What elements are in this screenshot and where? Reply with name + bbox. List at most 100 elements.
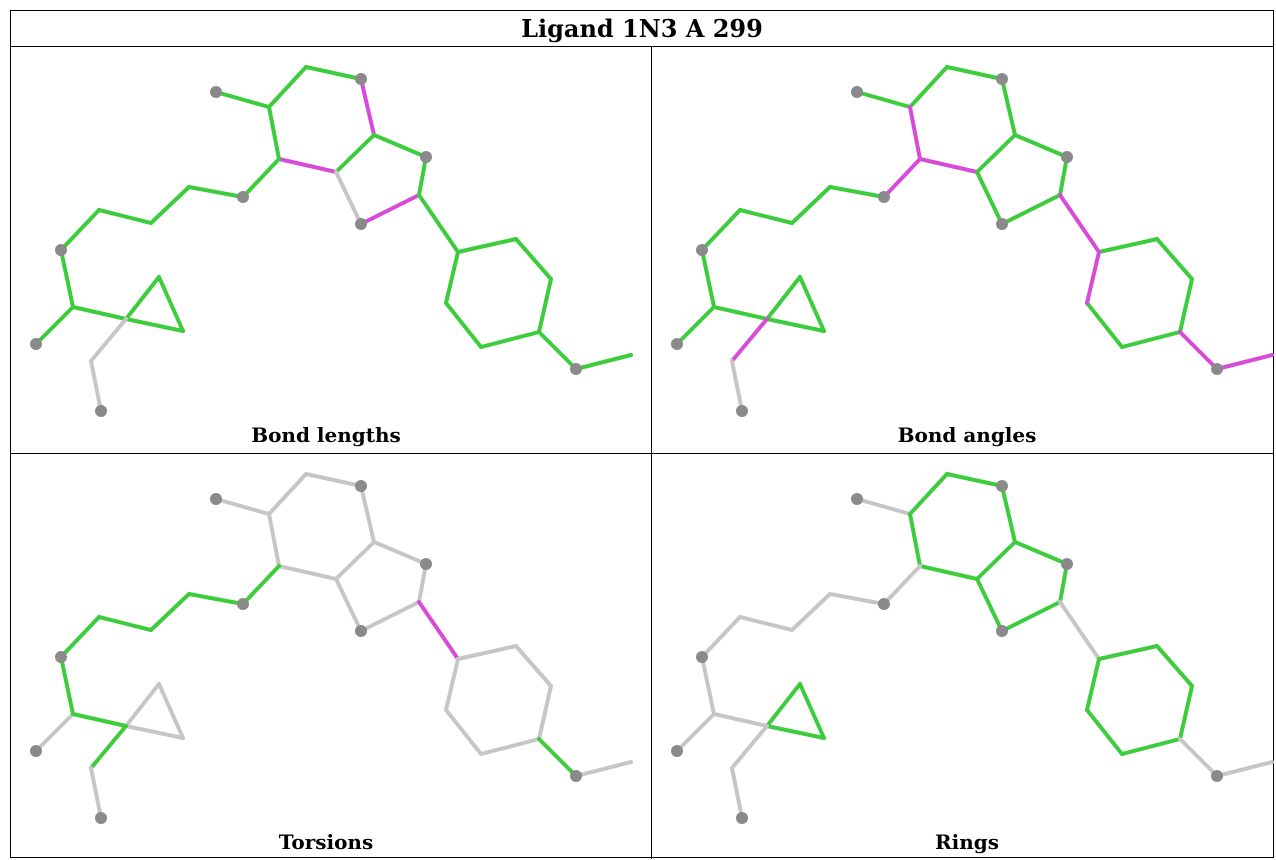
atom-j [878, 191, 890, 203]
atom-u [95, 405, 107, 417]
bond-h-v [417, 193, 460, 254]
bond-y-z [479, 737, 541, 756]
atom-n [55, 651, 67, 663]
bond-ab-ac [1215, 760, 1274, 778]
bond-h-v [417, 600, 460, 661]
bond-s-q [765, 275, 802, 321]
bond-j-k [187, 185, 245, 199]
bond-f-j [882, 564, 922, 606]
bond-o-p [675, 305, 716, 346]
bond-z-aa [444, 301, 483, 349]
bond-ab-ac [574, 760, 633, 778]
bond-d-g [1013, 133, 1069, 159]
bond-c-d [359, 484, 376, 544]
bond-x-y [537, 684, 553, 741]
bond-l-m [738, 615, 794, 632]
bond-d-g [1013, 540, 1069, 566]
atom-i [996, 625, 1008, 637]
bond-m-n [59, 615, 101, 659]
validation-figure: Ligand 1N3 A 299 Bond lengths Bond angle… [10, 10, 1276, 860]
bond-t-u [730, 359, 744, 413]
bond-l-m [97, 615, 153, 632]
panel-torsions: Torsions [11, 454, 641, 860]
bond-o-q [71, 305, 128, 321]
bond-r-s [798, 682, 826, 740]
bond-s-q [124, 275, 161, 321]
bond-k-l [790, 592, 832, 632]
bond-h-i [359, 600, 421, 633]
bond-y-ab [537, 330, 578, 371]
bond-q-t [730, 724, 769, 770]
bond-d-e [334, 540, 376, 581]
atom-p [671, 338, 683, 350]
bond-y-ab [537, 737, 578, 778]
bond-a-b [267, 472, 308, 516]
bond-e-f [918, 157, 979, 174]
bond-w-x [514, 644, 553, 688]
atom-g [420, 151, 432, 163]
bond-g-h [1058, 562, 1069, 604]
molecule-rings-icon [671, 472, 1274, 824]
panel-bond-angles: Bond angles [652, 47, 1276, 453]
bond-r-s [157, 682, 185, 740]
bond-m1-a [214, 497, 271, 516]
atom-c [996, 73, 1008, 85]
atom-ab [1211, 363, 1223, 375]
bond-m-n [700, 615, 742, 659]
bond-j-k [828, 185, 886, 199]
bond-q-t [89, 724, 128, 770]
bond-n-o [700, 248, 716, 309]
bond-f-j [882, 157, 922, 199]
atom-u [736, 405, 748, 417]
molecule-bond-angles-icon [671, 65, 1274, 417]
bond-y-z [1120, 737, 1182, 756]
bond-t-u [730, 766, 744, 820]
bond-j-k [187, 592, 245, 606]
atom-g [420, 558, 432, 570]
bond-l-m [97, 208, 153, 225]
atom-ab [570, 363, 582, 375]
bond-f-a [267, 105, 281, 161]
bond-d-g [372, 133, 428, 159]
bond-h-i [1000, 600, 1062, 633]
bond-o-q [712, 305, 769, 321]
panel-bond-lengths: Bond lengths [11, 47, 641, 453]
bond-f-j [241, 157, 281, 199]
bond-z-aa [444, 708, 483, 756]
bond-y-z [479, 330, 541, 349]
bond-ab-ac [574, 353, 633, 371]
bond-aa-v [444, 250, 460, 305]
atom-j [237, 598, 249, 610]
bond-m1-a [855, 497, 912, 516]
bond-a-b [908, 472, 949, 516]
bond-a-b [267, 65, 308, 109]
bond-b-c [945, 472, 1004, 488]
atom-u [95, 812, 107, 824]
bond-d-e [334, 133, 376, 174]
bond-i-e [975, 577, 1004, 633]
atom-p [30, 745, 42, 757]
atom-p [671, 745, 683, 757]
bond-z-aa [1085, 301, 1124, 349]
bond-s-q [765, 682, 802, 728]
atom-j [878, 598, 890, 610]
bond-e-f [918, 564, 979, 581]
molecule-torsions-icon [30, 472, 633, 824]
bond-o-p [34, 712, 75, 753]
atom-i [996, 218, 1008, 230]
bond-m1-a [855, 90, 912, 109]
bond-g-h [417, 155, 428, 197]
bond-w-x [514, 237, 553, 281]
atom-i [355, 625, 367, 637]
panel-caption: Rings [934, 830, 999, 854]
bond-c-d [1000, 77, 1017, 137]
atom-n [696, 244, 708, 256]
bond-h-v [1058, 600, 1101, 661]
bond-y-z [1120, 330, 1182, 349]
bond-f-a [908, 512, 922, 568]
bond-r-s [157, 275, 185, 333]
atom-g [1061, 151, 1073, 163]
bond-q-r [765, 317, 826, 333]
atom-c [355, 480, 367, 492]
atom-j [237, 191, 249, 203]
